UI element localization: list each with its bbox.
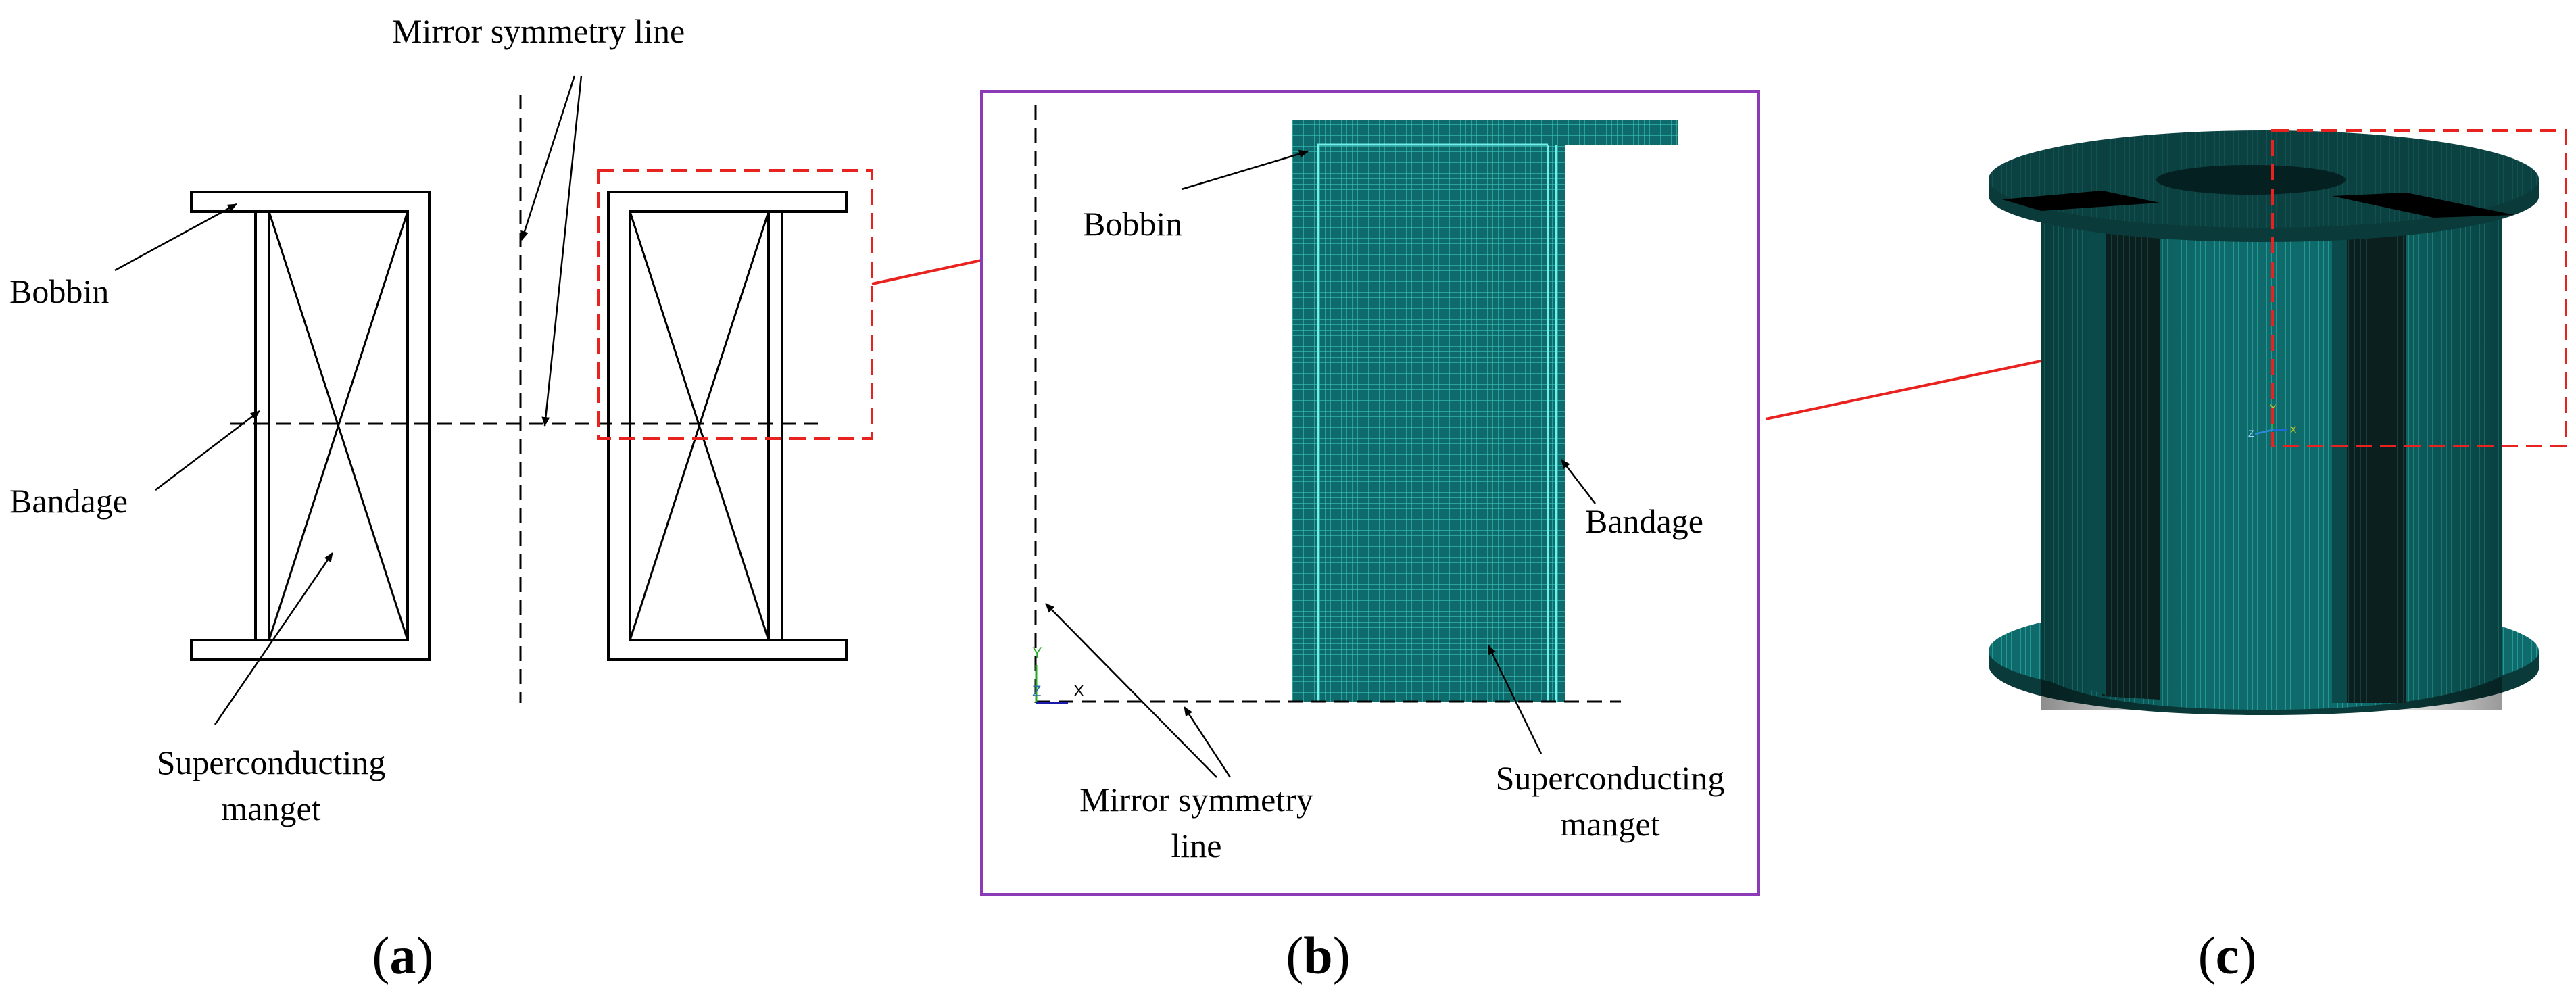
magnet-label-b-line1: Superconducting	[1496, 759, 1725, 797]
cutaway-left-face	[2102, 203, 2160, 700]
bandage-leader-a	[155, 410, 260, 491]
mirror-label-b-line2: line	[1171, 827, 1222, 864]
right-magnet	[629, 210, 770, 641]
leaders-a	[114, 75, 583, 725]
cutaway-right-face	[2346, 203, 2406, 703]
bore-opening	[2156, 165, 2346, 195]
connector-a-to-b	[871, 259, 982, 285]
mirror-line-label-a: Mirror symmetry line	[392, 12, 685, 50]
highlight-box-a	[597, 169, 873, 440]
cutaway-right-edge	[2332, 203, 2347, 703]
triad-y-b: Y	[1032, 644, 1042, 661]
triad-z-b: Z	[1032, 683, 1041, 700]
bandage-leader-b	[1561, 459, 1596, 504]
top-notch-right	[2332, 193, 2514, 218]
right-bandage	[767, 210, 783, 641]
caption-c: (c)	[2198, 926, 2257, 985]
fe-mesh-2d	[1292, 120, 1678, 702]
magnet-label-a-line2: manget	[221, 789, 320, 827]
caption-b: (b)	[1286, 926, 1350, 985]
bandage-label-b: Bandage	[1585, 502, 1703, 540]
caption-a: (a)	[372, 926, 434, 985]
triad-x-c: X	[2290, 424, 2297, 435]
bobbin-leader-b	[1181, 149, 1309, 191]
magnet-leader-a	[214, 552, 334, 725]
magnet-leader-b	[1487, 645, 1542, 754]
bobbin-label-a: Bobbin	[9, 272, 109, 310]
bobbin-mesh	[1292, 120, 1678, 145]
mirror-leader-1	[520, 75, 576, 241]
right-magnet-cross-2	[629, 211, 770, 641]
right-bobbin-outline	[607, 191, 848, 661]
triad-x-b: X	[1073, 682, 1084, 700]
triad-z-c: Z	[2248, 428, 2254, 439]
top-notch-left	[2002, 191, 2160, 211]
panel-c: Y Z X (c)	[1989, 129, 2567, 985]
bandage-label-a: Bandage	[9, 482, 128, 520]
panel-b: Y Z X Bobbin Bandage Mirror symmetry lin…	[980, 90, 1760, 985]
cutaway-left-edge	[2089, 203, 2106, 695]
bobbin-web-mesh	[1292, 120, 1321, 702]
mirror-leader-b2	[1183, 706, 1232, 778]
highlight-box-c	[2271, 129, 2567, 447]
bobbin-label-b: Bobbin	[1083, 205, 1182, 243]
3d-coil-model	[1989, 130, 2539, 715]
mirror-label-b-line1: Mirror symmetry	[1079, 781, 1313, 819]
leaders-b	[1045, 149, 1596, 778]
left-bandage	[254, 210, 270, 641]
magnet-label-b-line2: manget	[1560, 805, 1659, 843]
left-magnet	[268, 210, 409, 641]
mirror-leader-2	[541, 75, 583, 427]
magnet-label-a-line1: Superconducting	[157, 744, 386, 781]
left-magnet-cross-2	[268, 211, 409, 641]
left-bobbin-outline	[190, 191, 431, 661]
coordinate-triad-b: Y Z X	[1032, 644, 1084, 704]
left-coil-section	[190, 191, 431, 661]
bobbin-leader-a	[114, 203, 237, 272]
mirror-leader-b1	[1045, 603, 1217, 778]
right-coil-section	[607, 191, 848, 661]
top-flange-rim	[1989, 177, 2539, 242]
panel-a: Mirror symmetry line Bobbin Bandage Supe…	[9, 12, 873, 985]
magnet-mesh	[1292, 145, 1565, 702]
